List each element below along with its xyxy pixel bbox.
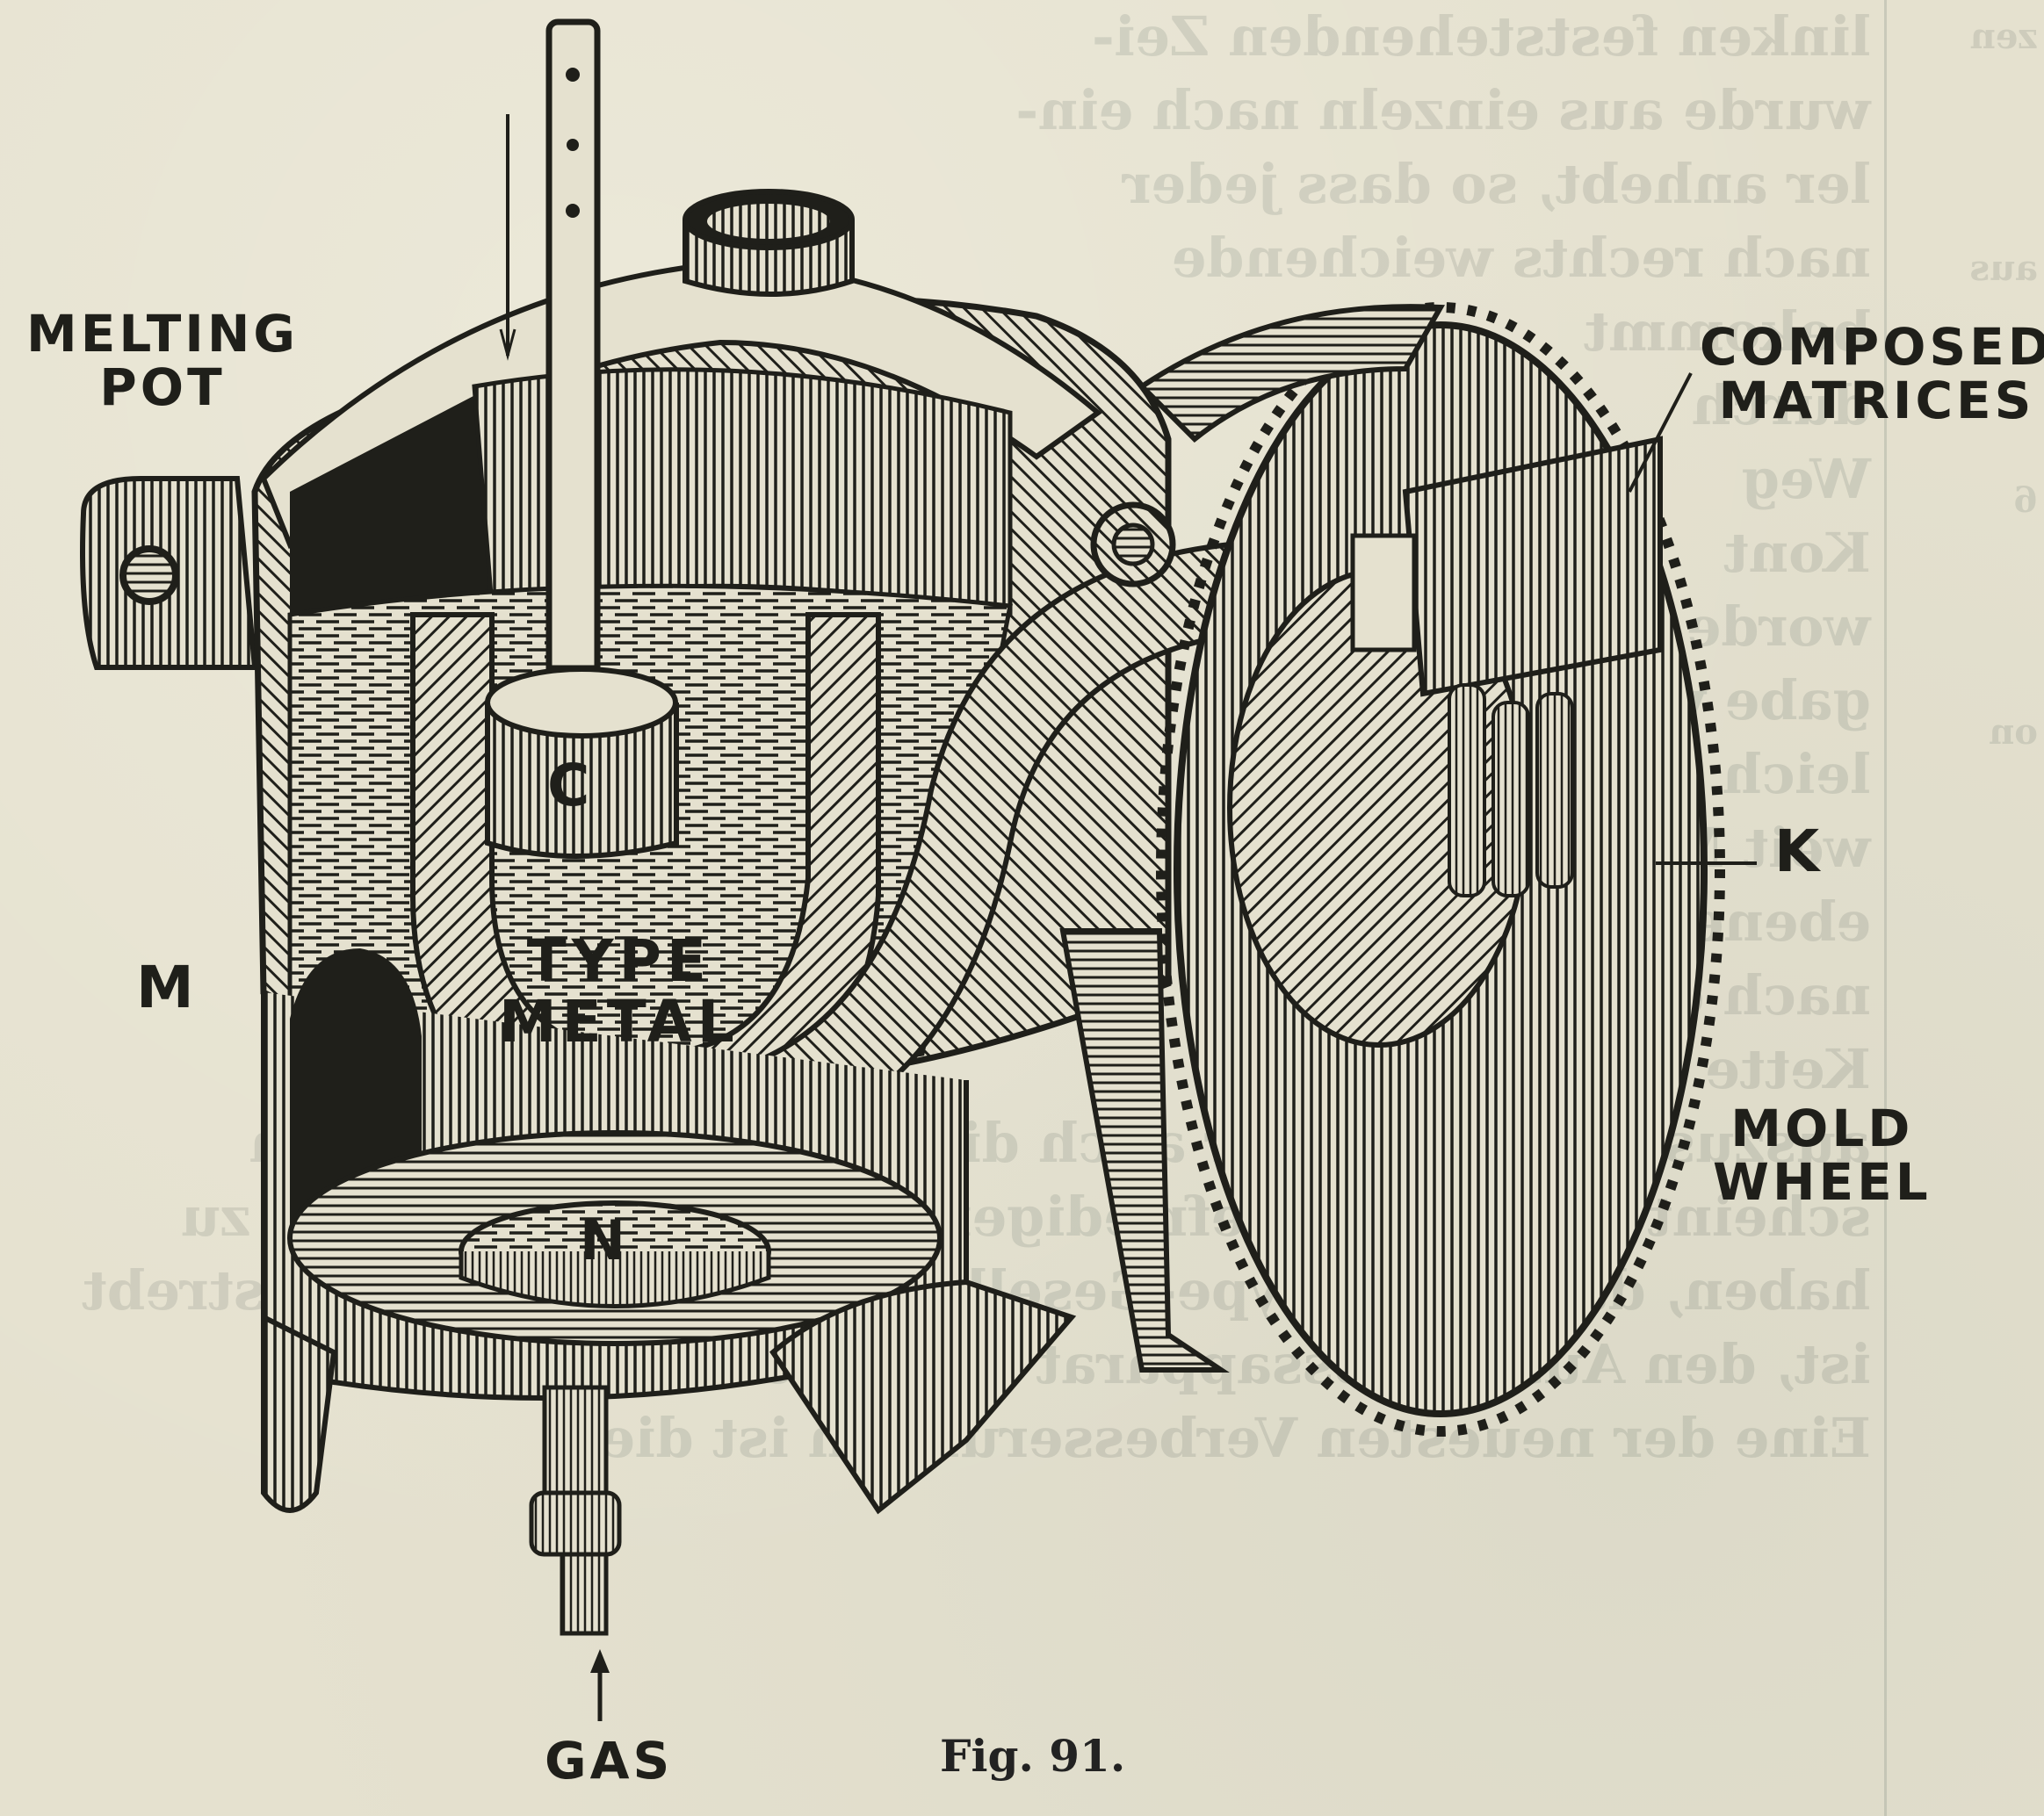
label-composed-matrices: COMPOSED MATRICES xyxy=(1700,321,2044,428)
column-rule xyxy=(1884,0,1887,1816)
label-mold-wheel-line2: WHEEL xyxy=(1713,1151,1932,1212)
label-k: K xyxy=(1774,818,1824,885)
label-composed-matrices-line1: COMPOSED xyxy=(1700,317,2044,377)
label-mold-wheel: MOLD WHEEL xyxy=(1713,1102,1932,1209)
label-m: M xyxy=(136,954,198,1021)
composed-matrices-leader xyxy=(1628,372,1693,493)
label-melting-pot-line1: MELTING xyxy=(26,304,299,364)
label-type-metal-line1: TYPE xyxy=(526,927,712,995)
label-composed-matrices-line2: MATRICES xyxy=(1718,370,2035,430)
label-melting-pot: MELTING POT xyxy=(26,307,299,414)
label-gas: GAS xyxy=(545,1731,674,1791)
label-plunger-c: C xyxy=(547,752,594,819)
arrow-up-icon xyxy=(590,1649,610,1721)
label-melting-pot-line2: POT xyxy=(99,357,226,417)
label-mold-wheel-line1: MOLD xyxy=(1730,1099,1914,1158)
mold-wheel xyxy=(1059,302,1725,1437)
label-burner-n: N xyxy=(580,1208,629,1272)
plunger xyxy=(485,18,679,859)
melting-pot xyxy=(80,189,1251,1636)
label-type-metal: TYPE METAL xyxy=(499,931,740,1053)
label-type-metal-line2: METAL xyxy=(499,988,740,1056)
figure-caption: Fig. 91. xyxy=(940,1730,1126,1782)
lug-hole-icon xyxy=(119,545,179,605)
